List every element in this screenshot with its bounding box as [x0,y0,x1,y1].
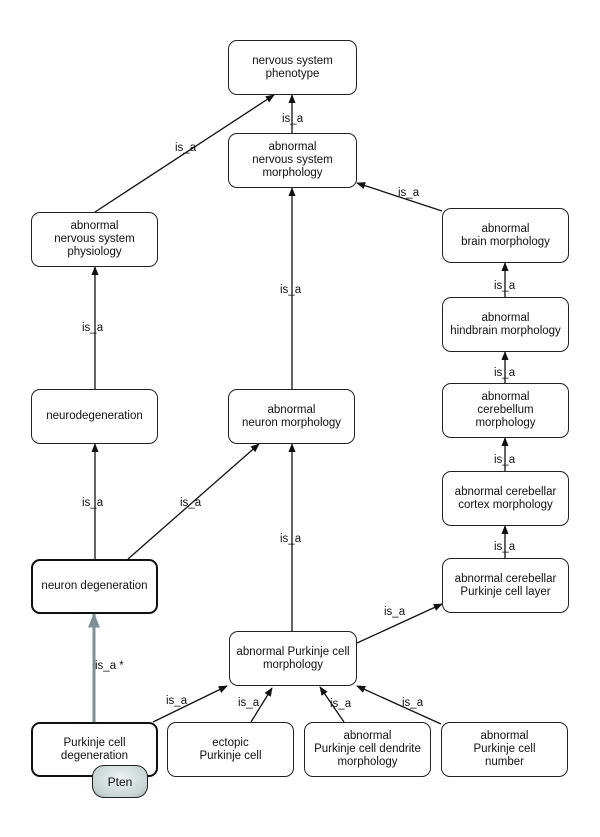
term-label: abnormal cerebellar Purkinje cell layer [454,572,557,598]
term-node-ndeg[interactable]: neuron degeneration [31,559,158,614]
edge-label: is_a [280,533,302,545]
is-a-edge [94,94,275,213]
edge-label: is_a * [95,660,124,672]
term-label: neuron degeneration [41,580,148,592]
edge-label: is_a [494,280,516,292]
term-label: abnormal Purkinje cell morphology [236,645,350,671]
is-a-edge [319,686,345,723]
edge-label: is_a [282,113,304,125]
term-label: abnormal brain morphology [461,222,550,248]
term-node-apcn[interactable]: abnormal Purkinje cell number [441,722,568,777]
is-a-edge [356,603,443,644]
term-label: abnormal cerebellar cortex morphology [454,485,557,511]
edge-label: is_a [330,698,352,710]
edge-label: is_a [398,187,420,199]
term-node-neurodeg[interactable]: neurodegeneration [31,389,158,444]
is-a-edge [356,182,443,212]
edge-label: is_a [82,322,104,334]
term-node-apcdm[interactable]: abnormal Purkinje cell dendrite morpholo… [304,722,431,777]
term-node-acm[interactable]: abnormal cerebellum morphology [442,383,569,438]
term-node-epc[interactable]: ectopic Purkinje cell [167,722,294,777]
term-node-accm[interactable]: abnormal cerebellar cortex morphology [442,471,569,526]
term-node-abm[interactable]: abnormal brain morphology [442,208,569,263]
term-label: ectopic Purkinje cell [199,736,262,762]
term-label: abnormal nervous system morphology [252,141,333,179]
edge-label: is_a [384,606,406,618]
term-node-apcm[interactable]: abnormal Purkinje cell morphology [229,631,357,686]
is-a-edge [356,685,442,725]
term-label: abnormal nervous system physiology [54,220,135,258]
term-node-ahm[interactable]: abnormal hindbrain morphology [442,297,569,352]
term-label: abnormal hindbrain morphology [450,311,561,337]
term-label: abnormal neuron morphology [241,403,342,429]
term-label: nervous system phenotype [252,54,333,80]
edge-label: is_a [166,695,188,707]
term-node-nsp[interactable]: nervous system phenotype [228,40,357,95]
is-a-edge [152,685,228,723]
term-label: abnormal Purkinje cell number [473,730,536,768]
edge-label: is_a [180,497,202,509]
term-label: abnormal Purkinje cell dendrite morpholo… [314,730,421,768]
term-node-ansphys[interactable]: abnormal nervous system physiology [31,212,158,267]
is-a-edge [250,687,273,723]
edge-label: is_a [402,697,424,709]
term-node-ansm[interactable]: abnormal nervous system morphology [228,133,357,188]
term-node-acpcl[interactable]: abnormal cerebellar Purkinje cell layer [442,558,569,613]
edge-label: is_a [494,454,516,466]
term-label: Purkinje cell degeneration [60,736,129,762]
term-node-anm[interactable]: abnormal neuron morphology [228,389,355,444]
is-a-edge [127,443,260,560]
edge-label: is_a [280,284,302,296]
term-label: neurodegeneration [46,410,143,422]
term-label: abnormal cerebellum morphology [475,391,536,429]
edge-label: is_a [494,367,516,379]
edge-label: is_a [175,142,197,154]
gene-tag-pten[interactable]: Pten [92,765,148,798]
edge-label: is_a [238,697,260,709]
edge-label: is_a [82,497,104,509]
edge-label: is_a [494,541,516,553]
